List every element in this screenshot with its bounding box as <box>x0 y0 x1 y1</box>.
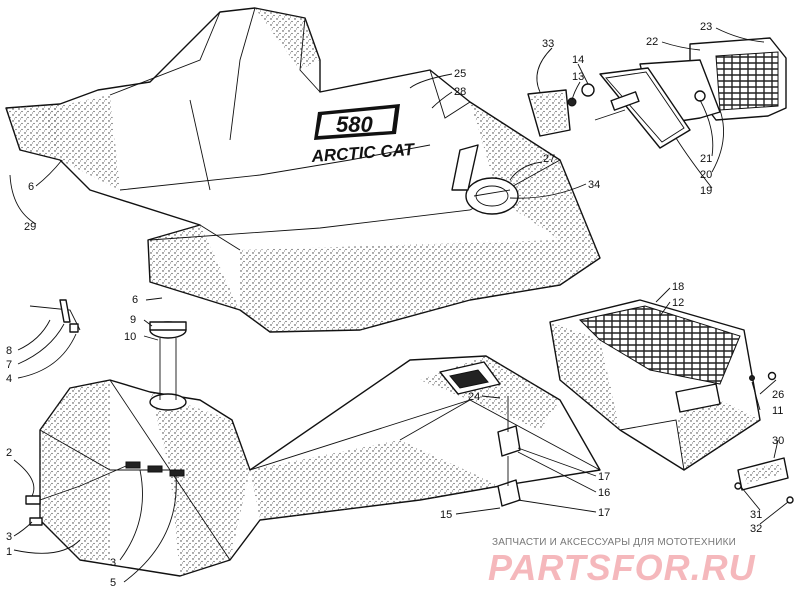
callout-27: 27 <box>543 153 555 165</box>
callout-labels: 25 28 6 29 27 34 33 14 13 22 23 21 20 19… <box>6 21 784 589</box>
callout-10: 10 <box>124 331 136 343</box>
callout-17: 17 <box>598 471 610 483</box>
watermark-brand: PARTSFOR.RU <box>488 547 756 588</box>
callout-28: 28 <box>454 86 466 98</box>
callout-8: 8 <box>6 345 12 357</box>
callout-30: 30 <box>772 435 784 447</box>
callout-6: 6 <box>132 294 138 306</box>
callout-11: 11 <box>772 405 783 417</box>
callout-7: 7 <box>6 359 12 371</box>
fuel-tank-assembly <box>25 299 601 577</box>
callout-33: 33 <box>542 38 554 50</box>
callout-15: 15 <box>440 509 452 521</box>
callout-9: 9 <box>130 314 136 326</box>
callout-34: 34 <box>588 179 600 191</box>
callout-14: 14 <box>572 54 584 66</box>
callout-3: 3 <box>110 557 116 569</box>
callout-31: 31 <box>750 509 762 521</box>
callout-20: 20 <box>700 169 712 181</box>
callout-1: 1 <box>6 546 12 558</box>
callout-17: 17 <box>598 507 610 519</box>
callout-29: 29 <box>24 221 36 233</box>
leader-lines <box>9 27 789 583</box>
callout-5: 5 <box>110 577 116 589</box>
callout-16: 16 <box>598 487 610 499</box>
tail-light-assembly <box>527 37 787 149</box>
console-assembly <box>549 299 794 504</box>
callout-13: 13 <box>572 71 584 83</box>
watermark-tagline: ЗАПЧАСТИ И АКСЕССУАРЫ ДЛЯ МОТОТЕХНИКИ <box>492 537 736 548</box>
callout-2: 2 <box>6 447 12 459</box>
callout-3: 3 <box>6 531 12 543</box>
callout-21: 21 <box>700 153 712 165</box>
callout-23: 23 <box>700 21 712 33</box>
arctic-cat-logo: 580 ARCTIC CAT <box>310 104 416 166</box>
callout-22: 22 <box>646 36 658 48</box>
callout-19: 19 <box>700 185 712 197</box>
logo-model: 580 <box>336 112 373 137</box>
seat-assembly <box>5 7 601 333</box>
callout-18: 18 <box>672 281 684 293</box>
callout-12: 12 <box>672 297 684 309</box>
callout-6: 6 <box>28 181 34 193</box>
callout-4: 4 <box>6 373 12 385</box>
callout-32: 32 <box>750 523 762 535</box>
watermark: ЗАПЧАСТИ И АКСЕССУАРЫ ДЛЯ МОТОТЕХНИКИ PA… <box>488 537 756 588</box>
callout-25: 25 <box>454 68 466 80</box>
callout-26: 26 <box>772 389 784 401</box>
callout-24: 24 <box>468 391 480 403</box>
